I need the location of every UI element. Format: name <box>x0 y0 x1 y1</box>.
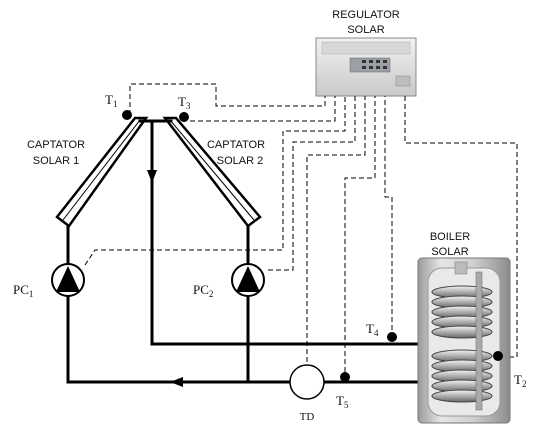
solar-collector-2: CAPTATOR SOLAR 2 <box>162 116 265 228</box>
valve-td-body <box>289 364 325 400</box>
pump-pc1-label-sub: 1 <box>29 289 34 299</box>
boiler-label-line1: BOILER <box>430 231 470 243</box>
regulator-terminal <box>395 75 411 87</box>
sensor-t1-label: T1 <box>105 92 117 109</box>
collector-1-label-line2: SOLAR 1 <box>33 155 79 167</box>
pump-pc1: PC1 <box>13 263 85 299</box>
wire-t1 <box>129 83 326 115</box>
sensor-wiring <box>84 83 518 372</box>
sensor-t1-label-sub: 1 <box>113 99 118 109</box>
sensor-t3-label-main: T <box>178 94 186 109</box>
pump-pc2-label-main: PC <box>193 282 209 297</box>
sensor-t4-label-sub: 4 <box>374 328 379 338</box>
boiler-label-line2: SOLAR <box>431 246 468 258</box>
pump-pc1-label: PC1 <box>13 282 33 299</box>
wire-t4 <box>384 96 393 330</box>
boiler-return-tube <box>475 271 483 411</box>
sensor-t3-label-sub: 3 <box>186 101 191 111</box>
sensor-t4: T4 <box>366 321 397 342</box>
sensor-t1-dot <box>122 110 132 120</box>
pump-pc1-symbol <box>56 266 80 292</box>
sensor-t5: T5 <box>336 372 350 410</box>
sensor-t3-dot <box>179 112 189 122</box>
pipe-hot-supply <box>150 120 432 346</box>
collector-1-inner-line <box>62 119 141 221</box>
solar-boiler: BOILER SOLAR <box>417 231 511 424</box>
pump-pc1-label-main: PC <box>13 282 29 297</box>
collector-2-label-line2: SOLAR 2 <box>217 155 263 167</box>
boiler-top-port <box>454 261 468 275</box>
wire-t2 <box>404 96 518 358</box>
sensor-t5-label: T5 <box>336 393 349 410</box>
wire-t5 <box>344 96 376 372</box>
sensor-t3-label: T3 <box>178 94 191 111</box>
boiler-upper-coil <box>431 285 493 339</box>
sensor-t1: T1 <box>105 92 132 120</box>
wire-pc2 <box>268 96 356 271</box>
pump-pc2-label: PC2 <box>193 282 213 299</box>
sensor-t5-dot <box>340 372 350 382</box>
boiler-lower-coil <box>431 349 493 403</box>
sensor-t1-label-main: T <box>105 92 113 107</box>
solar-regulator: REGULATOR SOLAR <box>315 9 417 97</box>
regulator-title-line2: SOLAR <box>347 24 384 36</box>
wire-td <box>306 96 366 362</box>
pump-pc2-label-sub: 2 <box>209 289 214 299</box>
collector-1-label-line1: CAPTATOR <box>27 139 85 151</box>
solar-collector-1: CAPTATOR SOLAR 1 <box>27 116 149 237</box>
regulator-title-line1: REGULATOR <box>332 9 399 21</box>
pump-pc2-symbol <box>236 266 260 292</box>
sensor-t2-label-main: T <box>514 372 522 387</box>
regulator-top-panel <box>321 41 411 55</box>
sensor-t2-label-sub: 2 <box>522 379 527 389</box>
flow-arrow-down <box>147 170 157 183</box>
sensor-t4-label: T4 <box>366 321 379 338</box>
wire-t3 <box>190 96 336 122</box>
sensor-t2-label: T2 <box>514 372 526 389</box>
regulator-buttons <box>362 60 387 69</box>
sensor-t2: T2 <box>493 351 526 389</box>
flow-arrow-left <box>170 377 183 387</box>
sensor-t5-label-main: T <box>336 393 344 408</box>
sensor-t5-label-sub: 5 <box>344 400 349 410</box>
collector-2-inner-line <box>169 119 255 221</box>
diverter-valve-td: TD <box>289 364 325 423</box>
sensor-t3: T3 <box>178 94 191 122</box>
collector-2-label-line1: CAPTATOR <box>207 139 265 151</box>
sensor-t4-label-main: T <box>366 321 374 336</box>
valve-td-label: TD <box>300 411 315 423</box>
sensor-t2-dot <box>493 351 503 361</box>
sensor-t4-dot <box>387 332 397 342</box>
wire-pc1 <box>84 96 346 266</box>
pump-pc2: PC2 <box>193 263 265 299</box>
